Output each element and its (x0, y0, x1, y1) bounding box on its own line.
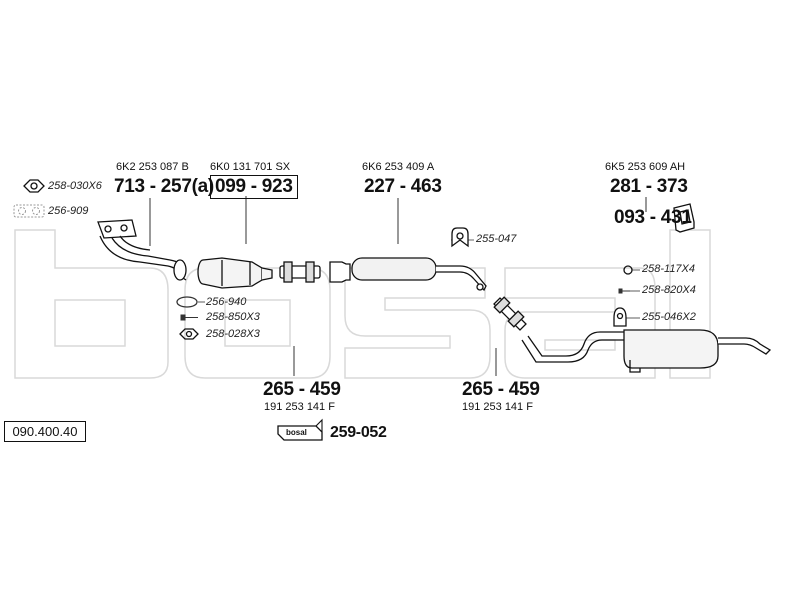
assembly-kit-number[interactable]: 259-052 (330, 424, 387, 441)
rear-silencer-oem: 6K5 253 609 AH (605, 161, 686, 173)
heat-shield-number[interactable]: 093 - 431 (614, 207, 692, 228)
catalyst-shape (197, 257, 273, 289)
fitting-bolt-label: 258-850X3 (206, 311, 260, 323)
assembly-kit-box-icon (277, 418, 323, 441)
front-pipe-number[interactable]: 713 - 257(a) (114, 176, 214, 197)
assembly-kit-badge: bosal (286, 428, 307, 437)
rear-silencer-shape (521, 329, 772, 373)
manifold-gasket-icon (13, 204, 45, 218)
fitting-bolt-rear-label: 258-820X4 (642, 284, 696, 296)
middle-silencer-oem: 6K6 253 409 A (362, 161, 435, 173)
rear-silencer-number[interactable]: 281 - 373 (610, 176, 688, 197)
front-pipe-oem: 6K2 253 087 B (116, 161, 189, 173)
connector-left-number[interactable]: 265 - 459 (263, 379, 341, 400)
heat-shield-icon (673, 203, 695, 233)
gasket-ring-icon (176, 296, 198, 308)
diagram-reference: 090.400.40 (4, 421, 86, 442)
catalyst-number[interactable]: 099 - 923 (210, 175, 298, 199)
bolt-rear-icon (618, 288, 630, 294)
bosal-watermark (14, 229, 711, 379)
connector-left-oem: 191 253 141 F (264, 401, 335, 413)
fitting-mount-rubber-mid-label: 255-047 (476, 233, 517, 245)
connector-left-shape (279, 261, 321, 283)
fitting-manifold-gasket-label: 256-909 (48, 205, 89, 217)
connector-right-oem: 191 253 141 F (462, 401, 533, 413)
mount-rubber-mid-icon (451, 227, 469, 248)
fitting-mount-rubber-rear-label: 255-046X2 (642, 311, 696, 323)
fitting-gasket-ring-label: 256-940 (206, 296, 247, 308)
nut-icon (23, 179, 45, 193)
connector-right-number[interactable]: 265 - 459 (462, 379, 540, 400)
fitting-clamp-ring-label: 258-117X4 (642, 263, 696, 275)
connector-right-shape (493, 296, 527, 331)
fitting-nut-label: 258-030X6 (48, 180, 102, 192)
clamp-ring-icon (623, 265, 633, 275)
middle-silencer-number[interactable]: 227 - 463 (364, 176, 442, 197)
fitting-nut-small-label: 258-028X3 (206, 328, 260, 340)
catalyst-oem: 6K0 131 701 SX (210, 161, 291, 173)
mount-rubber-rear-icon (613, 307, 627, 327)
middle-silencer-shape (329, 257, 487, 292)
front-pipe-shape (97, 219, 187, 281)
bolt-icon (180, 314, 198, 321)
nut-small-icon (179, 328, 199, 340)
